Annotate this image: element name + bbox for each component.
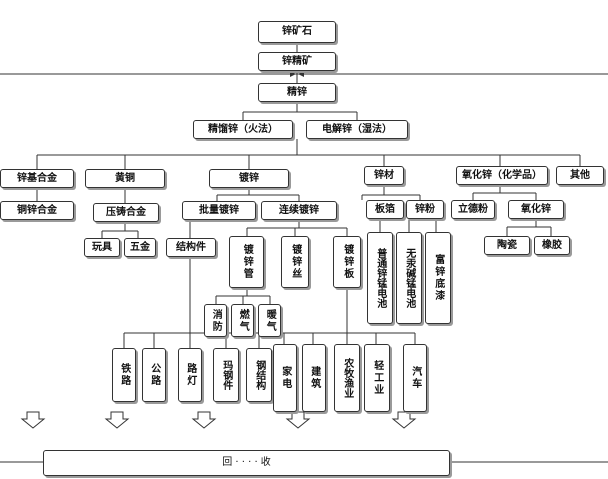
node-electro-zinc: 电解锌（湿法）: [306, 120, 408, 139]
node-zinc-concentrate: 锌精矿: [258, 52, 336, 71]
node-zinc-oxide: 氧化锌: [508, 200, 564, 219]
node-brass: 黄铜: [85, 169, 165, 188]
node-zinc-ore: 锌矿石: [258, 21, 336, 43]
node-agriculture: 农牧渔业: [334, 344, 360, 412]
down-arrow-icon: [285, 411, 311, 429]
node-other: 其他: [556, 166, 604, 185]
node-construction: 建筑: [302, 344, 326, 412]
node-automobile: 汽车: [403, 344, 427, 412]
node-pyro-zinc: 精馏锌（火法）: [193, 120, 293, 139]
down-arrow-icon: [391, 411, 417, 429]
node-zinc-alloy: 锌基合金: [0, 169, 74, 188]
node-continuous-galvanizing: 连续镀锌: [261, 201, 337, 220]
node-zinc-powder: 锌粉: [406, 200, 444, 219]
node-heating: 暖气: [258, 304, 281, 337]
node-recycle: 回 · · · · 收: [43, 450, 450, 476]
node-railway: 铁路: [112, 348, 136, 402]
arrow-left-icon: [298, 71, 304, 77]
node-galv-pipe: 镀锌管: [229, 236, 264, 288]
node-zinc-rich-primer: 富锌底漆: [425, 232, 451, 324]
node-rubber: 橡胶: [534, 236, 570, 255]
node-galv-sheet: 镀锌板: [333, 236, 361, 288]
node-die-cast-alloy: 压铸合金: [93, 203, 159, 222]
node-refined-zinc: 精锌: [258, 83, 336, 102]
node-steel-structure: 钢结构: [246, 348, 272, 402]
arrow-right-icon: [290, 71, 296, 77]
node-mercury-free-battery: 无汞碱锰电池: [396, 232, 422, 324]
node-zinc-oxide-chemical: 氧化锌（化学品）: [456, 166, 548, 185]
node-malleable-steel: 玛钢件: [213, 348, 239, 402]
down-arrow-icon: [20, 411, 46, 429]
node-galv-wire: 镀锌丝: [281, 236, 309, 288]
node-lithopone: 立德粉: [451, 200, 495, 219]
node-highway: 公路: [142, 348, 166, 402]
node-hardware: 五金: [124, 238, 156, 257]
node-zinc-foil: 板箔: [366, 200, 404, 219]
node-cu-zn-alloy: 铜锌合金: [0, 201, 74, 220]
node-batch-galvanizing: 批量镀锌: [182, 201, 256, 220]
node-galvanizing: 镀锌: [209, 169, 289, 188]
node-zn-mn-battery: 普通锌锰电池: [367, 232, 393, 324]
node-zinc-material: 锌材: [364, 166, 404, 185]
node-fire: 消防: [204, 304, 227, 337]
node-street-light: 路灯: [178, 348, 202, 402]
node-toys: 玩具: [84, 238, 120, 257]
node-ceramics: 陶瓷: [484, 236, 530, 255]
node-appliances: 家电: [273, 344, 297, 412]
node-gas: 燃气: [231, 304, 254, 337]
node-light-industry: 轻工业: [364, 344, 390, 412]
down-arrow-icon: [104, 411, 130, 429]
down-arrow-icon: [191, 411, 217, 429]
node-structural-parts: 结构件: [166, 238, 216, 257]
